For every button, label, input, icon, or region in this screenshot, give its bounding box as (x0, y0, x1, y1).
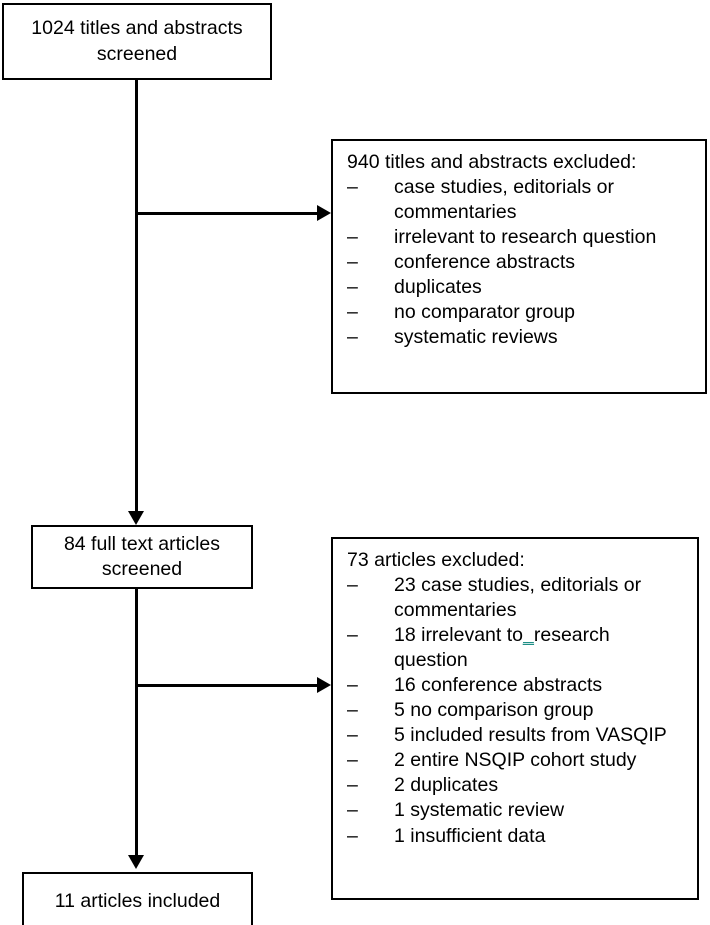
dash-marker-icon: – (347, 824, 358, 847)
node-excluded-fulltext-articles: 73 articles excluded: – 23 case studies,… (331, 537, 699, 900)
list-item: – 5 no comparison group (347, 698, 687, 723)
dash-marker-icon: – (347, 176, 358, 199)
dash-marker-icon: – (347, 799, 358, 822)
excluded-fulltext-item-2: 18 irrelevant to_research question (394, 623, 687, 673)
excluded-titles-heading: 940 titles and abstracts excluded: (347, 151, 637, 173)
dash-marker-icon: – (347, 699, 358, 722)
list-item: – 2 duplicates (347, 773, 687, 798)
arrowhead-into-excluded-fulltext (317, 677, 331, 693)
list-item: – 23 case studies, editorials or comment… (347, 573, 687, 623)
connector-fulltext-to-included (135, 589, 138, 855)
connector-to-excluded-fulltext (135, 684, 317, 687)
node-titles-abstracts-screened: 1024 titles and abstracts screened (2, 3, 272, 80)
excluded-titles-item-1: case studies, editorials or commentaries (394, 176, 615, 224)
dash-marker-icon: – (347, 624, 358, 647)
excluded-fulltext-item-2-after: research question (394, 624, 610, 672)
excluded-fulltext-item-5: 5 included results from VASQIP (394, 724, 667, 747)
list-item: – 1 systematic review (347, 798, 687, 823)
node-fulltext-articles-screened-label: 84 full text articles screened (63, 532, 221, 580)
connector-screened-to-fulltext (135, 80, 138, 520)
list-item: – 16 conference abstracts (347, 673, 687, 698)
list-item: – 5 included results from VASQIP (347, 723, 687, 748)
list-item: – 18 irrelevant to_research question (347, 623, 687, 673)
excluded-titles-item-2: irrelevant to research question (394, 226, 657, 249)
arrowhead-into-excluded-titles (317, 205, 331, 221)
excluded-fulltext-item-2-before: 18 irrelevant to (394, 624, 523, 647)
dash-marker-icon: – (347, 301, 358, 324)
dash-marker-icon: – (347, 251, 358, 274)
excluded-fulltext-item-1: 23 case studies, editorials or commentar… (394, 574, 642, 622)
node-articles-included: 11 articles included (22, 872, 253, 925)
excluded-titles-item-3: conference abstracts (394, 251, 576, 274)
excluded-titles-item-5: no comparator group (394, 301, 576, 324)
list-item: – no comparator group (347, 300, 695, 325)
excluded-fulltext-item-8: 1 systematic review (394, 799, 565, 822)
excluded-fulltext-item-3: 16 conference abstracts (394, 674, 603, 697)
dash-marker-icon: – (347, 724, 358, 747)
dash-marker-icon: – (347, 749, 358, 772)
arrowhead-into-fulltext-screened (128, 511, 144, 525)
connector-to-excluded-titles (135, 212, 317, 215)
dash-marker-icon: – (347, 774, 358, 797)
stray-underscore-artifact-icon: _ (523, 624, 534, 647)
list-item: – case studies, editorials or commentari… (347, 175, 695, 225)
dash-marker-icon: – (347, 326, 358, 349)
excluded-fulltext-heading: 73 articles excluded: (347, 549, 525, 571)
dash-marker-icon: – (347, 574, 358, 597)
excluded-titles-item-4: duplicates (394, 276, 482, 299)
arrowhead-into-included (128, 855, 144, 869)
node-excluded-titles-abstracts: 940 titles and abstracts excluded: – cas… (331, 139, 707, 394)
dash-marker-icon: – (347, 674, 358, 697)
excluded-titles-item-6: systematic reviews (394, 326, 558, 349)
list-item: – 1 insufficient data (347, 824, 687, 849)
node-fulltext-articles-screened: 84 full text articles screened (31, 525, 253, 589)
excluded-fulltext-item-6: 2 entire NSQIP cohort study (394, 749, 637, 772)
list-item: – irrelevant to research question (347, 225, 695, 250)
dash-marker-icon: – (347, 226, 358, 249)
excluded-fulltext-item-7: 2 duplicates (394, 774, 499, 797)
excluded-fulltext-item-4: 5 no comparison group (394, 699, 594, 722)
node-articles-included-label: 11 articles included (54, 890, 221, 913)
list-item: – 2 entire NSQIP cohort study (347, 748, 687, 773)
list-item: – systematic reviews (347, 325, 695, 350)
node-titles-abstracts-screened-label: 1024 titles and abstracts screened (31, 17, 243, 65)
dash-marker-icon: – (347, 276, 358, 299)
excluded-fulltext-item-9: 1 insufficient data (394, 824, 546, 847)
list-item: – conference abstracts (347, 250, 695, 275)
list-item: – duplicates (347, 275, 695, 300)
